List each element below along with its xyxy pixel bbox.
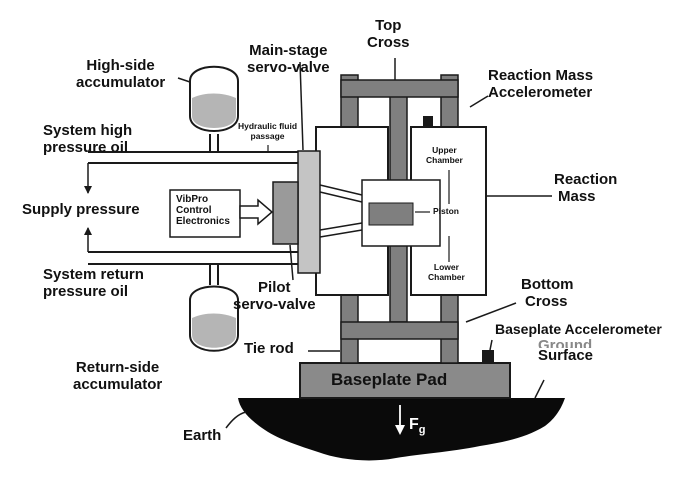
vibpro-control-electronics-label: VibPro Control Electronics bbox=[176, 194, 230, 228]
tie-rod-label: Tie rod bbox=[244, 340, 294, 357]
reaction-mass-label: Reaction Mass bbox=[554, 171, 618, 205]
top-cross-bar bbox=[340, 79, 459, 98]
bottom-cross-bar bbox=[340, 321, 459, 340]
baseplate-accelerometer bbox=[482, 350, 494, 363]
reaction-mass-accelerometer-label: Reaction Mass Accelerometer bbox=[488, 67, 594, 101]
main-stage-servo-valve-label: Main-stage servo-valve bbox=[247, 42, 330, 76]
baseplate-pad bbox=[299, 362, 511, 399]
vibpro-box bbox=[169, 189, 241, 238]
pilot-valve-block bbox=[272, 181, 299, 245]
high-side-accumulator-label: High-side accumulator bbox=[76, 57, 166, 91]
reaction-mass-accelerometer bbox=[423, 116, 433, 126]
upper-chamber-label: Upper Chamber bbox=[426, 145, 463, 165]
ground-surface-label: Ground Surface bbox=[538, 338, 594, 364]
piston-label: Piston bbox=[433, 206, 459, 216]
force-label: Fg bbox=[409, 416, 426, 437]
baseplate-accelerometer-label: Baseplate Accelerometer bbox=[495, 321, 662, 337]
top-cross-label: Top Cross bbox=[367, 17, 410, 51]
earth-label: Earth bbox=[183, 427, 222, 444]
bottom-cross-label: Bottom Cross bbox=[521, 276, 574, 310]
main-stage-spool bbox=[297, 150, 321, 274]
baseplate-pad-label: Baseplate Pad bbox=[331, 370, 448, 389]
signal-arrow bbox=[239, 198, 274, 226]
pilot-servo-valve-label: Pilot servo-valve bbox=[233, 279, 316, 313]
fluid-passage bbox=[319, 184, 363, 238]
lower-chamber-label: Lower Chamber bbox=[428, 262, 465, 282]
return-side-accumulator-label: Return-side accumulator bbox=[73, 359, 163, 393]
hydraulic-fluid-passage-label: Hydraulic fluid passage bbox=[238, 121, 298, 141]
system-high-pressure-oil-label: System high pressure oil bbox=[43, 122, 133, 156]
supply-pressure-label: Supply pressure bbox=[22, 201, 140, 218]
piston-head bbox=[368, 202, 414, 226]
system-return-pressure-oil-label: System return pressure oil bbox=[43, 266, 144, 300]
